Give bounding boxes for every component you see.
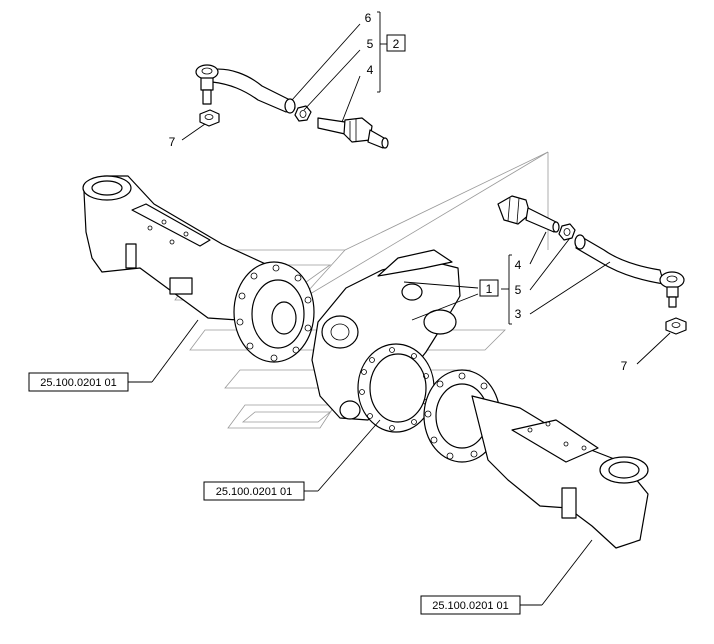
- nut-item-5-top: [294, 105, 312, 122]
- reference-center-label: 25.100.0201 01: [216, 486, 292, 498]
- reference-box-bottom[interactable]: 25.100.0201 01: [420, 595, 521, 615]
- tie-rod-end-item-4-top: [317, 117, 389, 149]
- nut-item-7-right: [665, 317, 687, 335]
- nut-item-5-mid: [558, 223, 576, 241]
- reference-box-center[interactable]: 25.100.0201 01: [203, 481, 305, 501]
- axle-housing-right: [423, 369, 649, 549]
- callout-box-1: [479, 279, 499, 297]
- differential-housing-center: [311, 249, 461, 433]
- callout-6-top: 6: [365, 11, 372, 25]
- callout-5-mid: 5: [515, 283, 522, 297]
- nut-item-7-left: [199, 109, 220, 127]
- reference-bottom-label: 25.100.0201 01: [432, 600, 508, 612]
- callout-5-top: 5: [367, 37, 374, 51]
- callout-box-2: [386, 34, 406, 52]
- callout-3-mid: 3: [515, 307, 522, 321]
- reference-box-left[interactable]: 25.100.0201 01: [28, 372, 129, 392]
- callout-4-mid: 4: [515, 258, 522, 272]
- reference-left-label: 25.100.0201 01: [40, 377, 116, 389]
- callout-7-left: 7: [169, 135, 176, 149]
- callout-box-2-label: 2: [393, 37, 400, 51]
- tie-rod-item-3-mid: [574, 234, 685, 308]
- axle-housing-left: [82, 175, 315, 363]
- leader-lines: [128, 11, 671, 606]
- tie-rod-top: [195, 64, 296, 114]
- callout-4-top: 4: [367, 63, 374, 77]
- callout-box-1-label: 1: [486, 282, 493, 296]
- callout-7-right: 7: [621, 359, 628, 373]
- tie-rod-end-item-4-mid: [497, 195, 560, 233]
